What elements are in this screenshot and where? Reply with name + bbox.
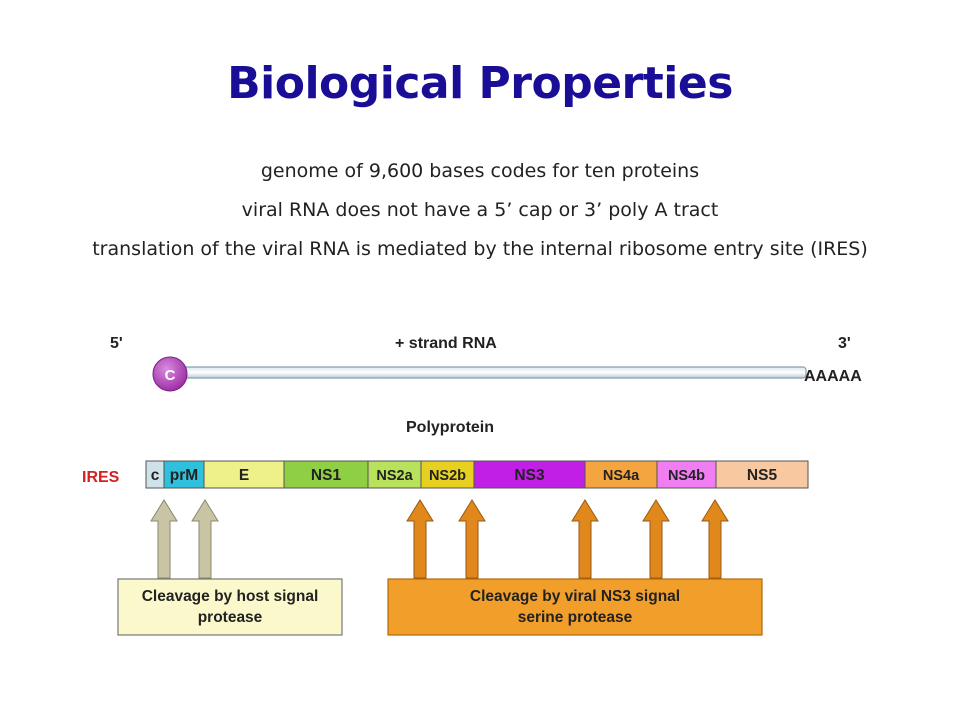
viral-box-line1: Cleavage by viral NS3 signal <box>470 588 680 605</box>
segment-label-ns1: NS1 <box>311 467 342 484</box>
bullet-ires: translation of the viral RNA is mediated… <box>92 238 868 260</box>
segment-ns4b <box>656 460 717 489</box>
rna-strand-line <box>169 366 807 379</box>
segment-label-ns2a: NS2a <box>376 468 413 484</box>
viral-cleavage-arrows <box>406 499 729 579</box>
segment-ns5 <box>715 460 809 489</box>
viral-arrow-5 <box>701 499 729 579</box>
ires-label: IRES <box>82 469 120 486</box>
cap-label: C <box>165 367 176 384</box>
host-arrow-1 <box>150 499 178 579</box>
viral-arrow-1 <box>406 499 434 579</box>
segment-ns3 <box>473 460 586 489</box>
segment-ns4a <box>584 460 658 489</box>
host-cleavage-arrows <box>150 499 219 579</box>
segment-label-ns4a: NS4a <box>603 468 640 484</box>
viral-arrow-2 <box>458 499 486 579</box>
segment-label-ns5: NS5 <box>747 467 778 484</box>
host-protease-box <box>117 578 343 636</box>
segment-label-c: c <box>151 467 160 484</box>
bullet-genome: genome of 9,600 bases codes for ten prot… <box>260 160 700 182</box>
segment-label-e: E <box>239 467 249 484</box>
strand-rna-label: + strand RNA <box>395 335 497 352</box>
viral-box-line2: serine protease <box>518 609 633 626</box>
viral-arrow-4 <box>642 499 670 579</box>
host-arrow-2 <box>191 499 219 579</box>
host-box-line2: protease <box>198 609 263 626</box>
cap-circle-icon <box>152 356 188 392</box>
segment-label-prm: prM <box>170 467 198 484</box>
viral-protease-box <box>387 578 763 636</box>
viral-arrow-3 <box>571 499 599 579</box>
poly-a-label: AAAAA <box>804 368 862 385</box>
segment-label-ns3: NS3 <box>514 467 545 484</box>
slide-title: Biological Properties <box>227 58 733 109</box>
five-prime-label: 5' <box>110 335 123 352</box>
host-box-line1: Cleavage by host signal <box>142 588 319 605</box>
three-prime-label: 3' <box>838 335 851 352</box>
segment-label-ns2b: NS2b <box>429 468 466 484</box>
segment-label-ns4b: NS4b <box>668 468 705 484</box>
bullet-cap: viral RNA does not have a 5’ cap or 3’ p… <box>241 199 719 221</box>
polyprotein-label: Polyprotein <box>406 419 494 436</box>
